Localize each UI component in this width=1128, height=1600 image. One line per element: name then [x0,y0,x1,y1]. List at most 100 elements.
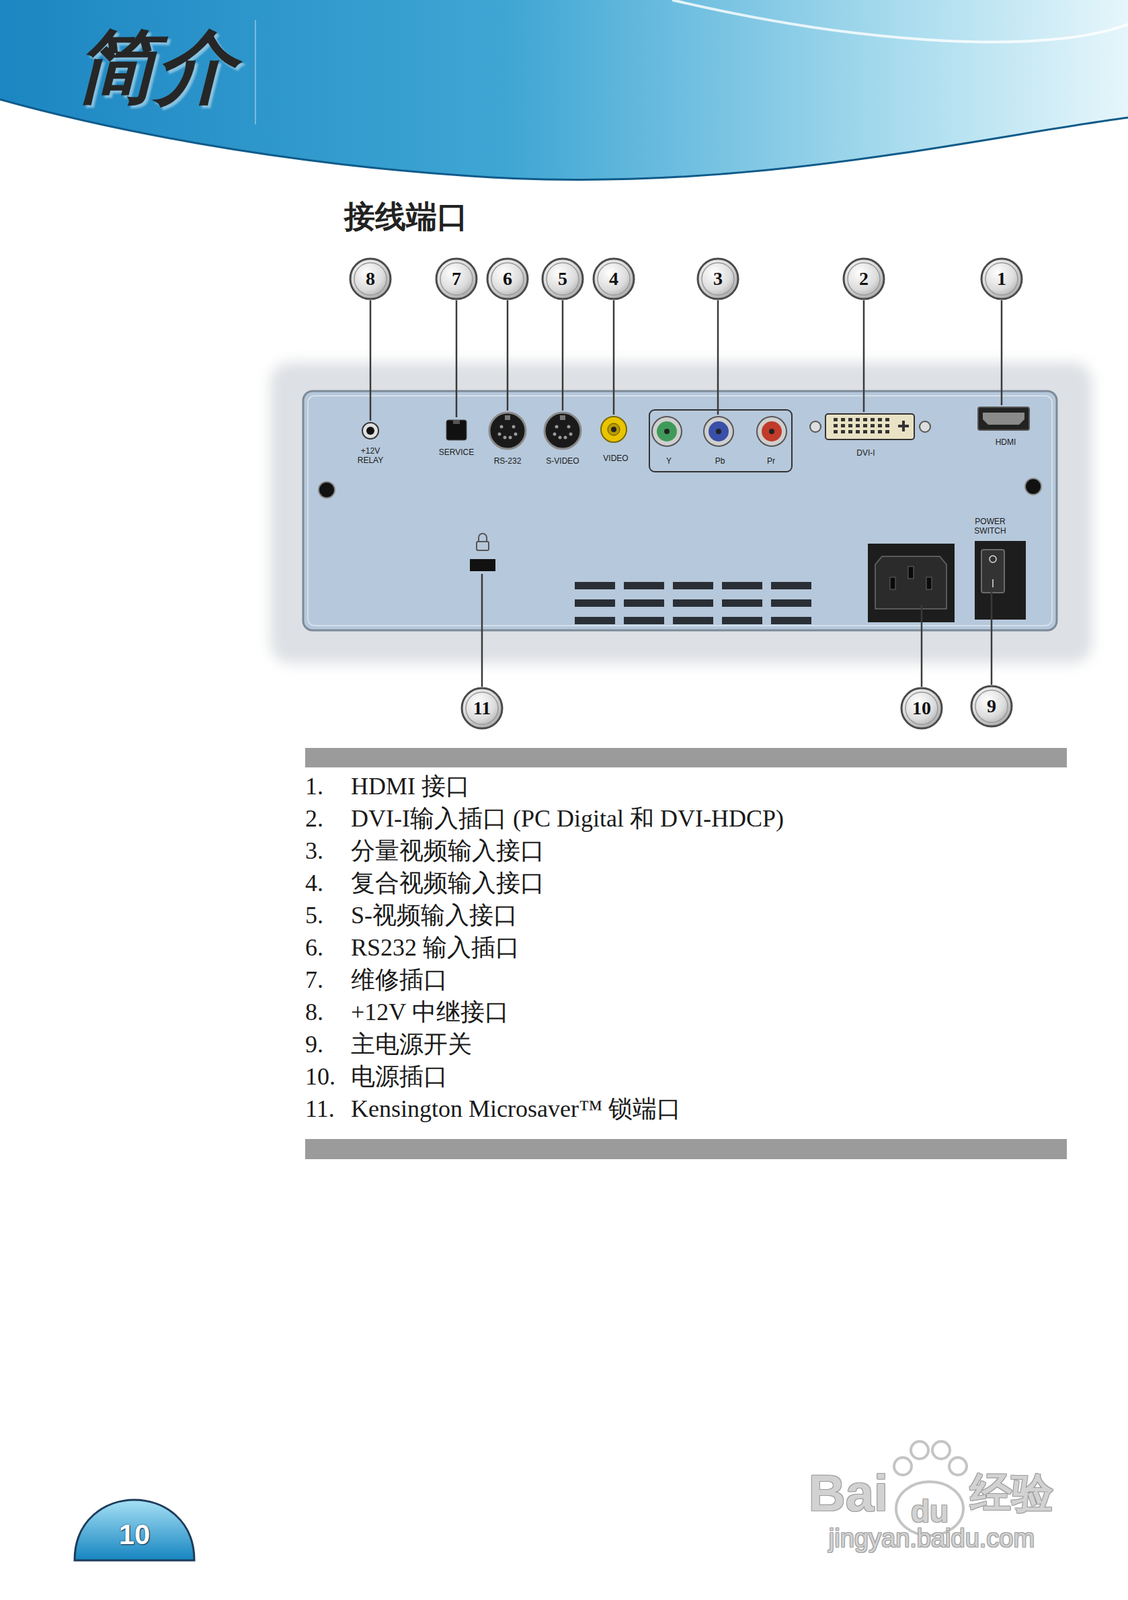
din-pin [555,425,559,429]
list-item: S-视频输入接口 [350,901,518,931]
din-pin [500,425,504,429]
video-jack [600,416,627,443]
rca-ring [652,416,682,447]
din-pin [567,425,571,429]
leader-line [863,300,866,413]
list-number: 9. [305,1030,324,1060]
dvi-pin [855,418,860,422]
vent-slot [771,582,812,590]
watermark: Bai [808,1462,889,1524]
mini-din-port [544,412,581,450]
dvi-pin [840,430,845,434]
callout-ring [491,262,524,296]
din-pin [498,432,502,437]
list-number: 3. [305,836,324,866]
din-pin [558,436,562,440]
socket-pin [908,566,914,579]
rca-pin [715,428,722,435]
power-socket [875,556,947,610]
vent-slot [574,599,616,608]
hdmi-port [978,407,1030,431]
list-item: 主电源开关 [350,1030,472,1060]
din-key [559,415,566,421]
callout-number: 2 [859,267,869,291]
dvi-pin [885,424,890,428]
din-pin [508,436,513,440]
paw-toe [932,1441,950,1460]
callout-ring [354,262,387,296]
callout-number: 3 [713,267,723,291]
leader-line [1000,300,1003,406]
port-label: SERVICE [438,447,474,458]
banner-divider [254,20,257,125]
rca-jack [708,421,729,442]
list-item: Kensington Microsaver™ 锁端口 [350,1095,681,1124]
leader-line [369,300,372,421]
dvi-pin [855,424,860,428]
port-label: Pb [715,456,726,466]
callout-number: 1 [996,267,1007,291]
list-number: 7. [305,965,324,995]
vent-slot [771,617,812,625]
list-number: 8. [305,998,324,1028]
callout-number: 6 [502,267,513,291]
dvi-pin [863,424,868,428]
port-label: HDMI [995,437,1017,448]
din-pin [514,432,518,437]
dvi-pin [840,418,845,422]
list-bar [305,1139,1067,1160]
photo-frame [270,362,1093,664]
list-number: 4. [305,869,324,899]
dvi-pin [848,430,853,434]
dvi-pin [877,424,882,428]
vent-slot [771,599,812,608]
power-socket-housing [867,543,955,623]
hdmi-socket [982,412,1025,425]
rca-pin [664,428,670,435]
lock-shackle [478,533,487,542]
dvi-pin [855,430,860,434]
callout-ring [465,692,499,725]
callout-ring [847,262,880,296]
dvi-pin [870,418,875,422]
header-banner [0,0,1128,181]
port-label: POWER SWITCH [971,516,1010,537]
din-pin [553,432,557,437]
din-pin [503,436,507,440]
callout-circle [843,258,884,300]
callout-ring [546,262,579,296]
paw-toe [949,1458,967,1476]
switch-housing [974,541,1026,620]
page-number: 10 [118,1518,151,1553]
panel-highlight [307,395,1053,626]
component-bracket [649,410,792,472]
callout-ring [975,690,1008,723]
callout-circle [461,688,503,729]
page-title: 简介 [76,19,236,115]
dvi-pin [877,418,882,422]
dvi-pin [840,424,845,428]
list-item: DVI-I输入插口 (PC Digital 和 DVI-HDCP) [350,804,784,834]
port-label: S-VIDEO [545,456,579,466]
rca-pin [769,428,775,435]
vent-slot [623,617,665,625]
list-number: 5. [305,901,324,931]
callout-circle [436,258,477,300]
dvi-pin [863,430,868,434]
watermark: 经验 [970,1468,1054,1519]
rca-jack [656,421,677,442]
din-key [504,415,511,421]
list-item: 电源插口 [350,1062,448,1092]
video-jack-inner [607,423,620,436]
callout-ring [985,262,1018,296]
dvi-pin [885,418,890,422]
callout-ring [701,262,735,296]
callout-circle [593,258,634,300]
dvi-pin [833,430,838,434]
leader-line [481,574,484,688]
list-number: 2. [305,804,324,834]
leader-line [920,605,923,688]
dvi-pin [848,424,853,428]
dvi-pin [870,430,875,434]
